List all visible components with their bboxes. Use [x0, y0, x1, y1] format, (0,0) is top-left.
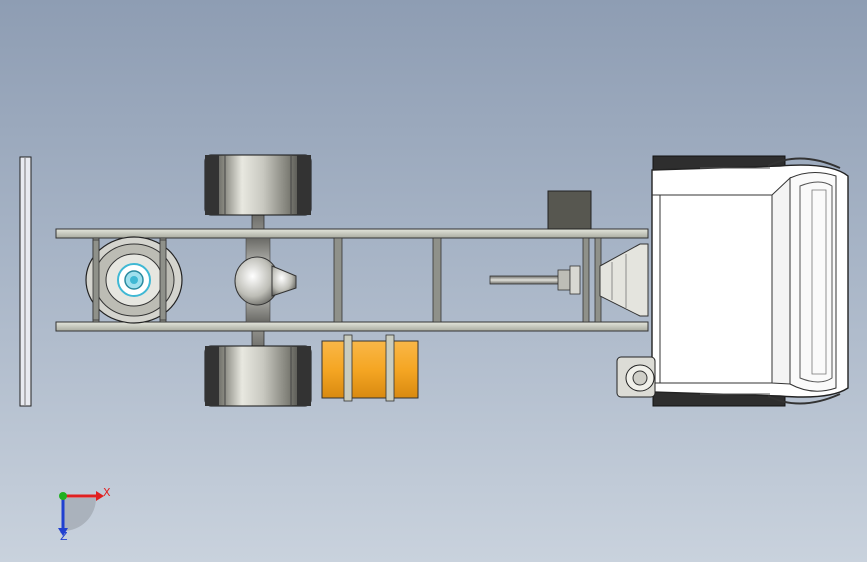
rear-wheel-bottom[interactable]	[204, 345, 312, 407]
transmission[interactable]	[599, 243, 649, 317]
battery-box[interactable]	[547, 190, 592, 230]
z-axis-arrowhead	[58, 528, 68, 536]
y-axis-dot	[59, 492, 67, 500]
rear-bumper[interactable]	[19, 156, 32, 407]
spare-wheel[interactable]	[85, 236, 183, 324]
chassis-frame[interactable]	[55, 228, 649, 332]
cab-step[interactable]	[616, 356, 656, 398]
axis-triad	[58, 491, 104, 536]
rear-wheel-top[interactable]	[204, 154, 312, 216]
x-axis-arrowhead	[96, 491, 104, 501]
fuel-tank[interactable]	[321, 334, 419, 402]
cab[interactable]	[651, 157, 849, 405]
rear-differential[interactable]	[234, 237, 297, 323]
x-axis-label: X	[103, 486, 111, 499]
drive-shaft[interactable]	[489, 265, 581, 295]
z-axis-label: Z	[60, 530, 68, 543]
